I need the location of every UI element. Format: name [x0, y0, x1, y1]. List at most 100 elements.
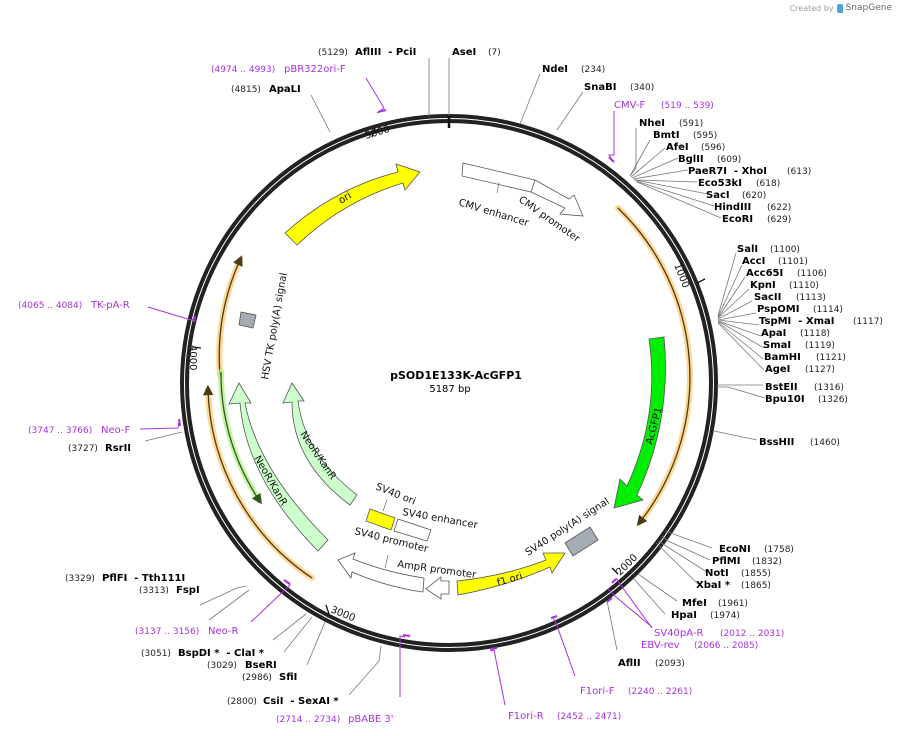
- svg-text:(7): (7): [488, 48, 501, 58]
- enzyme-label[interactable]: NdeI(234): [542, 64, 605, 75]
- svg-text:ApaLI: ApaLI: [269, 84, 301, 95]
- enzyme-label[interactable]: XbaI *(1865): [696, 580, 771, 591]
- primer-label[interactable]: F1ori-F(2240 .. 2261): [580, 686, 692, 697]
- svg-text:SnaBI: SnaBI: [584, 82, 616, 93]
- feature-cmv[interactable]: CMV enhancer CMV promoter: [457, 162, 584, 245]
- svg-text:(3329): (3329): [65, 574, 95, 584]
- primer-label[interactable]: (4974 .. 4993)pBR322ori-F: [211, 64, 346, 75]
- enzyme-label[interactable]: SacI(620): [706, 190, 766, 201]
- enzyme-label[interactable]: HpaI(1974): [671, 610, 740, 621]
- feature-label-sv40-ori: SV40 ori: [374, 482, 417, 508]
- enzyme-label[interactable]: TspMI - XmaI(1117): [759, 316, 883, 327]
- enzyme-label[interactable]: PaeR7I - XhoI(613): [688, 166, 811, 177]
- enzyme-label[interactable]: NotI (1855): [705, 568, 771, 579]
- enzyme-label[interactable]: (4815)ApaLI: [231, 84, 301, 95]
- svg-text:BseRI: BseRI: [245, 660, 277, 671]
- enzyme-label[interactable]: Bpu10I(1326): [765, 394, 848, 405]
- feature-ori[interactable]: ori: [284, 163, 421, 246]
- enzyme-label[interactable]: KpnI(1110): [750, 280, 819, 291]
- svg-text:(4065 .. 4084): (4065 .. 4084): [18, 301, 82, 311]
- enzyme-label[interactable]: (3313)FspI: [139, 585, 200, 596]
- enzyme-label[interactable]: (2986)SfiI: [242, 672, 297, 683]
- svg-text:(622): (622): [767, 203, 791, 213]
- svg-text:(1119): (1119): [805, 341, 835, 351]
- tick-4000: 4000: [187, 345, 202, 370]
- primer-label[interactable]: (4065 .. 4084)TK-pA-R: [18, 300, 130, 311]
- primer-label[interactable]: SV40pA-R(2012 .. 2031): [654, 628, 784, 639]
- svg-text:Neo-F: Neo-F: [101, 425, 131, 436]
- enzyme-label[interactable]: PflMI(1832): [712, 556, 782, 567]
- primer-label[interactable]: F1ori-R(2452 .. 2471): [508, 711, 621, 722]
- primer-label[interactable]: CMV-F(519 .. 539): [614, 100, 714, 111]
- enzyme-label[interactable]: BamHI(1121): [764, 352, 846, 363]
- svg-text:CMV-F: CMV-F: [614, 100, 645, 111]
- feature-sv40-enhancer[interactable]: SV40 enhancer: [393, 507, 479, 542]
- svg-text:NheI: NheI: [639, 118, 665, 129]
- enzyme-label[interactable]: AccI(1101): [742, 256, 808, 267]
- enzyme-label[interactable]: NheI(591): [639, 118, 703, 129]
- enzyme-label[interactable]: (2800) CsiI - SexAI *: [227, 696, 339, 707]
- enzyme-labels: AseI (7) NdeI(234) SnaBI(340) NheI(591) B…: [65, 47, 883, 707]
- svg-text:(1121): (1121): [816, 353, 846, 363]
- enzyme-label[interactable]: BmtI(595): [653, 130, 717, 141]
- svg-text:PspOMI: PspOMI: [757, 304, 799, 315]
- enzyme-label[interactable]: BglII(609): [678, 154, 741, 165]
- svg-text:(1113): (1113): [796, 293, 826, 303]
- svg-text:(1865): (1865): [741, 581, 771, 591]
- enzyme-label[interactable]: Acc65I(1106): [746, 268, 827, 279]
- svg-text:(1118): (1118): [800, 329, 830, 339]
- enzyme-label[interactable]: (3329)PflFI - Tth111I: [65, 573, 185, 584]
- enzyme-label[interactable]: MfeI(1961): [682, 598, 748, 609]
- feature-sv40-polya[interactable]: SV40 poly(A) signal: [524, 496, 612, 558]
- svg-text:CsiI - SexAI *: CsiI - SexAI *: [263, 696, 339, 707]
- svg-text:BssHII: BssHII: [759, 437, 794, 448]
- svg-text:NotI: NotI: [705, 568, 729, 579]
- svg-text:SV40pA-R: SV40pA-R: [654, 628, 703, 639]
- enzyme-label[interactable]: Eco53kI(618): [698, 178, 780, 189]
- enzyme-label[interactable]: SmaI (1119): [763, 340, 835, 351]
- svg-text:(3137 .. 3156): (3137 .. 3156): [135, 627, 199, 637]
- enzyme-label[interactable]: SalI(1100): [737, 244, 800, 255]
- svg-text:(3747 .. 3766): (3747 .. 3766): [28, 426, 92, 436]
- enzyme-label[interactable]: (3029) BseRI: [207, 660, 277, 671]
- svg-text:(1117): (1117): [853, 317, 883, 327]
- enzyme-label[interactable]: EcoRI(629): [722, 214, 791, 225]
- svg-text:(3029): (3029): [207, 661, 237, 671]
- primer-label[interactable]: EBV-rev(2066 .. 2085): [641, 640, 758, 651]
- feature-hsv-tk-polya[interactable]: HSV TK poly(A) signal: [238, 272, 290, 381]
- feature-neor-kanr-inner[interactable]: NeoR/KanR: [282, 382, 358, 506]
- enzyme-label[interactable]: EcoNI (1758): [719, 544, 794, 555]
- enzyme-label[interactable]: SnaBI(340): [584, 82, 654, 93]
- svg-text:(1855): (1855): [741, 569, 771, 579]
- enzyme-label[interactable]: (5129)AflIII - PciI: [318, 47, 416, 58]
- svg-text:BspDI * - ClaI *: BspDI * - ClaI *: [178, 648, 265, 659]
- primer-label[interactable]: (2714 .. 2734)pBABE 3': [276, 714, 394, 725]
- svg-text:(2800): (2800): [227, 697, 257, 707]
- svg-text:(3727): (3727): [68, 444, 98, 454]
- primer-label[interactable]: (3747 .. 3766) Neo-F: [28, 425, 131, 436]
- enzyme-label[interactable]: HindIII(622): [714, 202, 791, 213]
- enzyme-label[interactable]: (3727)RsrII: [68, 443, 131, 454]
- svg-text:AseI: AseI: [452, 47, 476, 58]
- feature-acgfp1[interactable]: AcGFP1: [613, 336, 666, 509]
- svg-text:(2066 .. 2085): (2066 .. 2085): [694, 641, 758, 651]
- svg-text:EcoNI: EcoNI: [719, 544, 751, 555]
- enzyme-label[interactable]: SacII(1113): [754, 292, 826, 303]
- enzyme-label[interactable]: AflII(2093): [618, 658, 685, 669]
- enzyme-label[interactable]: ApaI(1118): [761, 328, 830, 339]
- enzyme-label[interactable]: (3051)BspDI * - ClaI *: [141, 648, 265, 659]
- enzyme-label[interactable]: PspOMI(1114): [757, 304, 843, 315]
- svg-text:(595): (595): [693, 131, 717, 141]
- enzyme-label[interactable]: AgeI(1127): [765, 364, 835, 375]
- svg-text:(234): (234): [581, 65, 605, 75]
- enzyme-label[interactable]: AseI (7): [452, 47, 501, 58]
- svg-text:(1758): (1758): [764, 545, 794, 555]
- svg-text:SmaI: SmaI: [763, 340, 791, 351]
- svg-text:SalI: SalI: [737, 244, 758, 255]
- enzyme-label[interactable]: BstEII(1316): [765, 382, 844, 393]
- primer-label[interactable]: (3137 .. 3156) Neo-R: [135, 626, 239, 637]
- enzyme-label[interactable]: AfeI(596): [666, 142, 725, 153]
- svg-text:Neo-R: Neo-R: [208, 626, 239, 637]
- enzyme-label[interactable]: BssHII(1460): [759, 437, 840, 448]
- svg-text:pBR322ori-F: pBR322ori-F: [284, 64, 346, 75]
